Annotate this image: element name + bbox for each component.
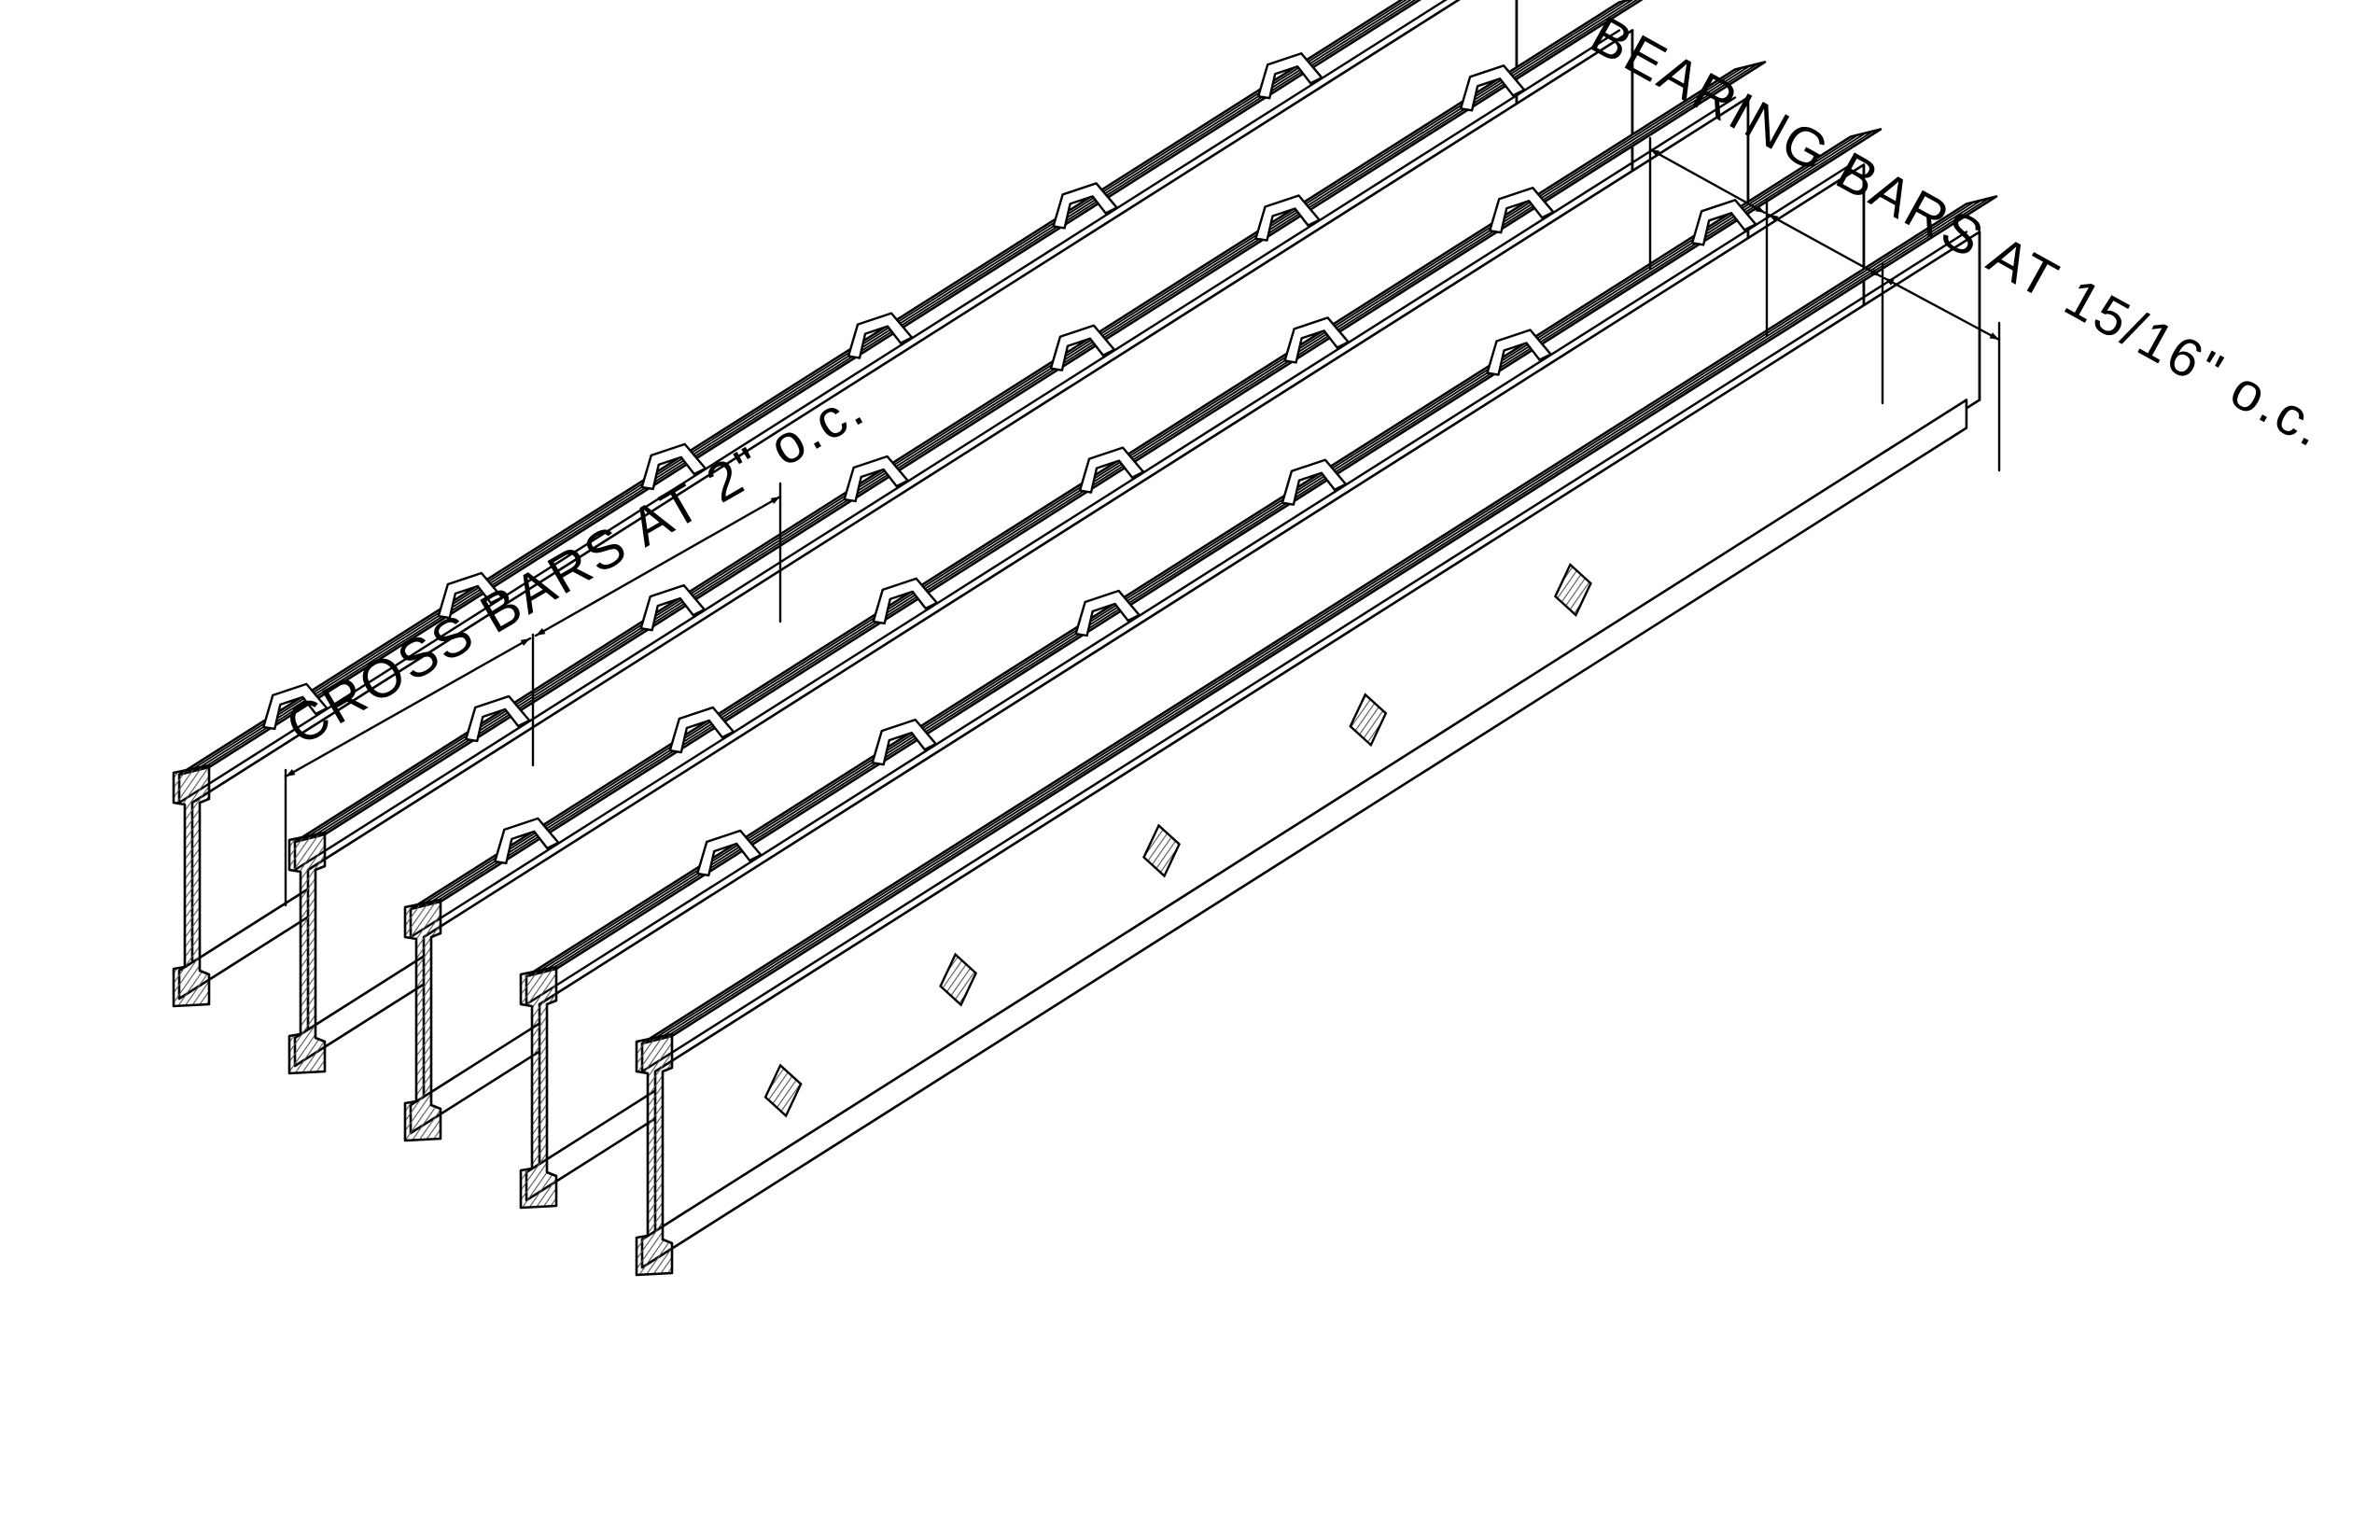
cross-bar-hole — [939, 952, 978, 1007]
cross-bars-dimension-line-2 — [534, 495, 782, 637]
bearing-bars-group — [172, 0, 1998, 1277]
cross-bar-notch — [1049, 324, 1116, 371]
bar-cross-section — [519, 965, 558, 1210]
bar-cross-section — [635, 1032, 674, 1277]
cross-bar-hole — [1553, 563, 1592, 617]
bearing-bar — [635, 195, 1998, 1277]
cross-bar-notch — [1074, 589, 1141, 637]
cross-bar-notch — [668, 706, 735, 754]
bar-top-ridge — [316, 0, 1639, 837]
bar-top-ridge — [656, 199, 1982, 1041]
bar-cross-section — [403, 898, 442, 1142]
bar-cross-section — [172, 763, 211, 1008]
cross-bar-notch — [437, 571, 504, 620]
cross-bar-notch — [494, 817, 560, 865]
cross-bar-notch — [1459, 64, 1526, 112]
cross-bar-notch — [872, 577, 938, 625]
bearing-bars-dimension-line-1 — [1648, 147, 1767, 215]
cross-bar-hole — [763, 1063, 803, 1118]
bearing-bars-dimension-line-3 — [1883, 276, 2001, 342]
cross-bar-notch — [847, 312, 914, 359]
bar-top-ridge — [664, 197, 1990, 1039]
bar-top-flange-lip — [409, 96, 1737, 939]
bar-top-ridge — [649, 201, 1975, 1043]
bar-top-ridge — [533, 133, 1859, 975]
cross-bar-notch — [1078, 446, 1145, 494]
bar-top-ridge — [309, 0, 1634, 839]
cross-bar-notch — [843, 455, 909, 503]
cross-bar-hole — [1349, 693, 1388, 748]
cross-bar-notch — [1281, 458, 1348, 506]
cross-bar-notch — [696, 829, 763, 877]
cross-bar-hole — [1142, 823, 1181, 878]
bar-top-ridge — [540, 132, 1867, 973]
bar-top-flange-lip — [640, 231, 1968, 1073]
bearing-bars-dimension-line-2 — [1767, 213, 1883, 278]
cross-bar-notch — [1489, 187, 1555, 234]
bar-cross-section — [287, 831, 327, 1075]
cross-bar-notch — [640, 442, 707, 491]
cross-bars-dimension-line-1 — [284, 637, 532, 778]
bar-top-ridge — [548, 130, 1874, 972]
cross-bar-notch — [1052, 182, 1118, 230]
cross-bar-notch — [1254, 194, 1321, 242]
cross-bar-notch — [871, 718, 937, 766]
cross-bar-notch — [1257, 52, 1323, 100]
bar-top-flange-lip — [525, 163, 1853, 1006]
cross-bar-notch — [1486, 329, 1552, 376]
cross-bar-notch — [1283, 316, 1350, 364]
